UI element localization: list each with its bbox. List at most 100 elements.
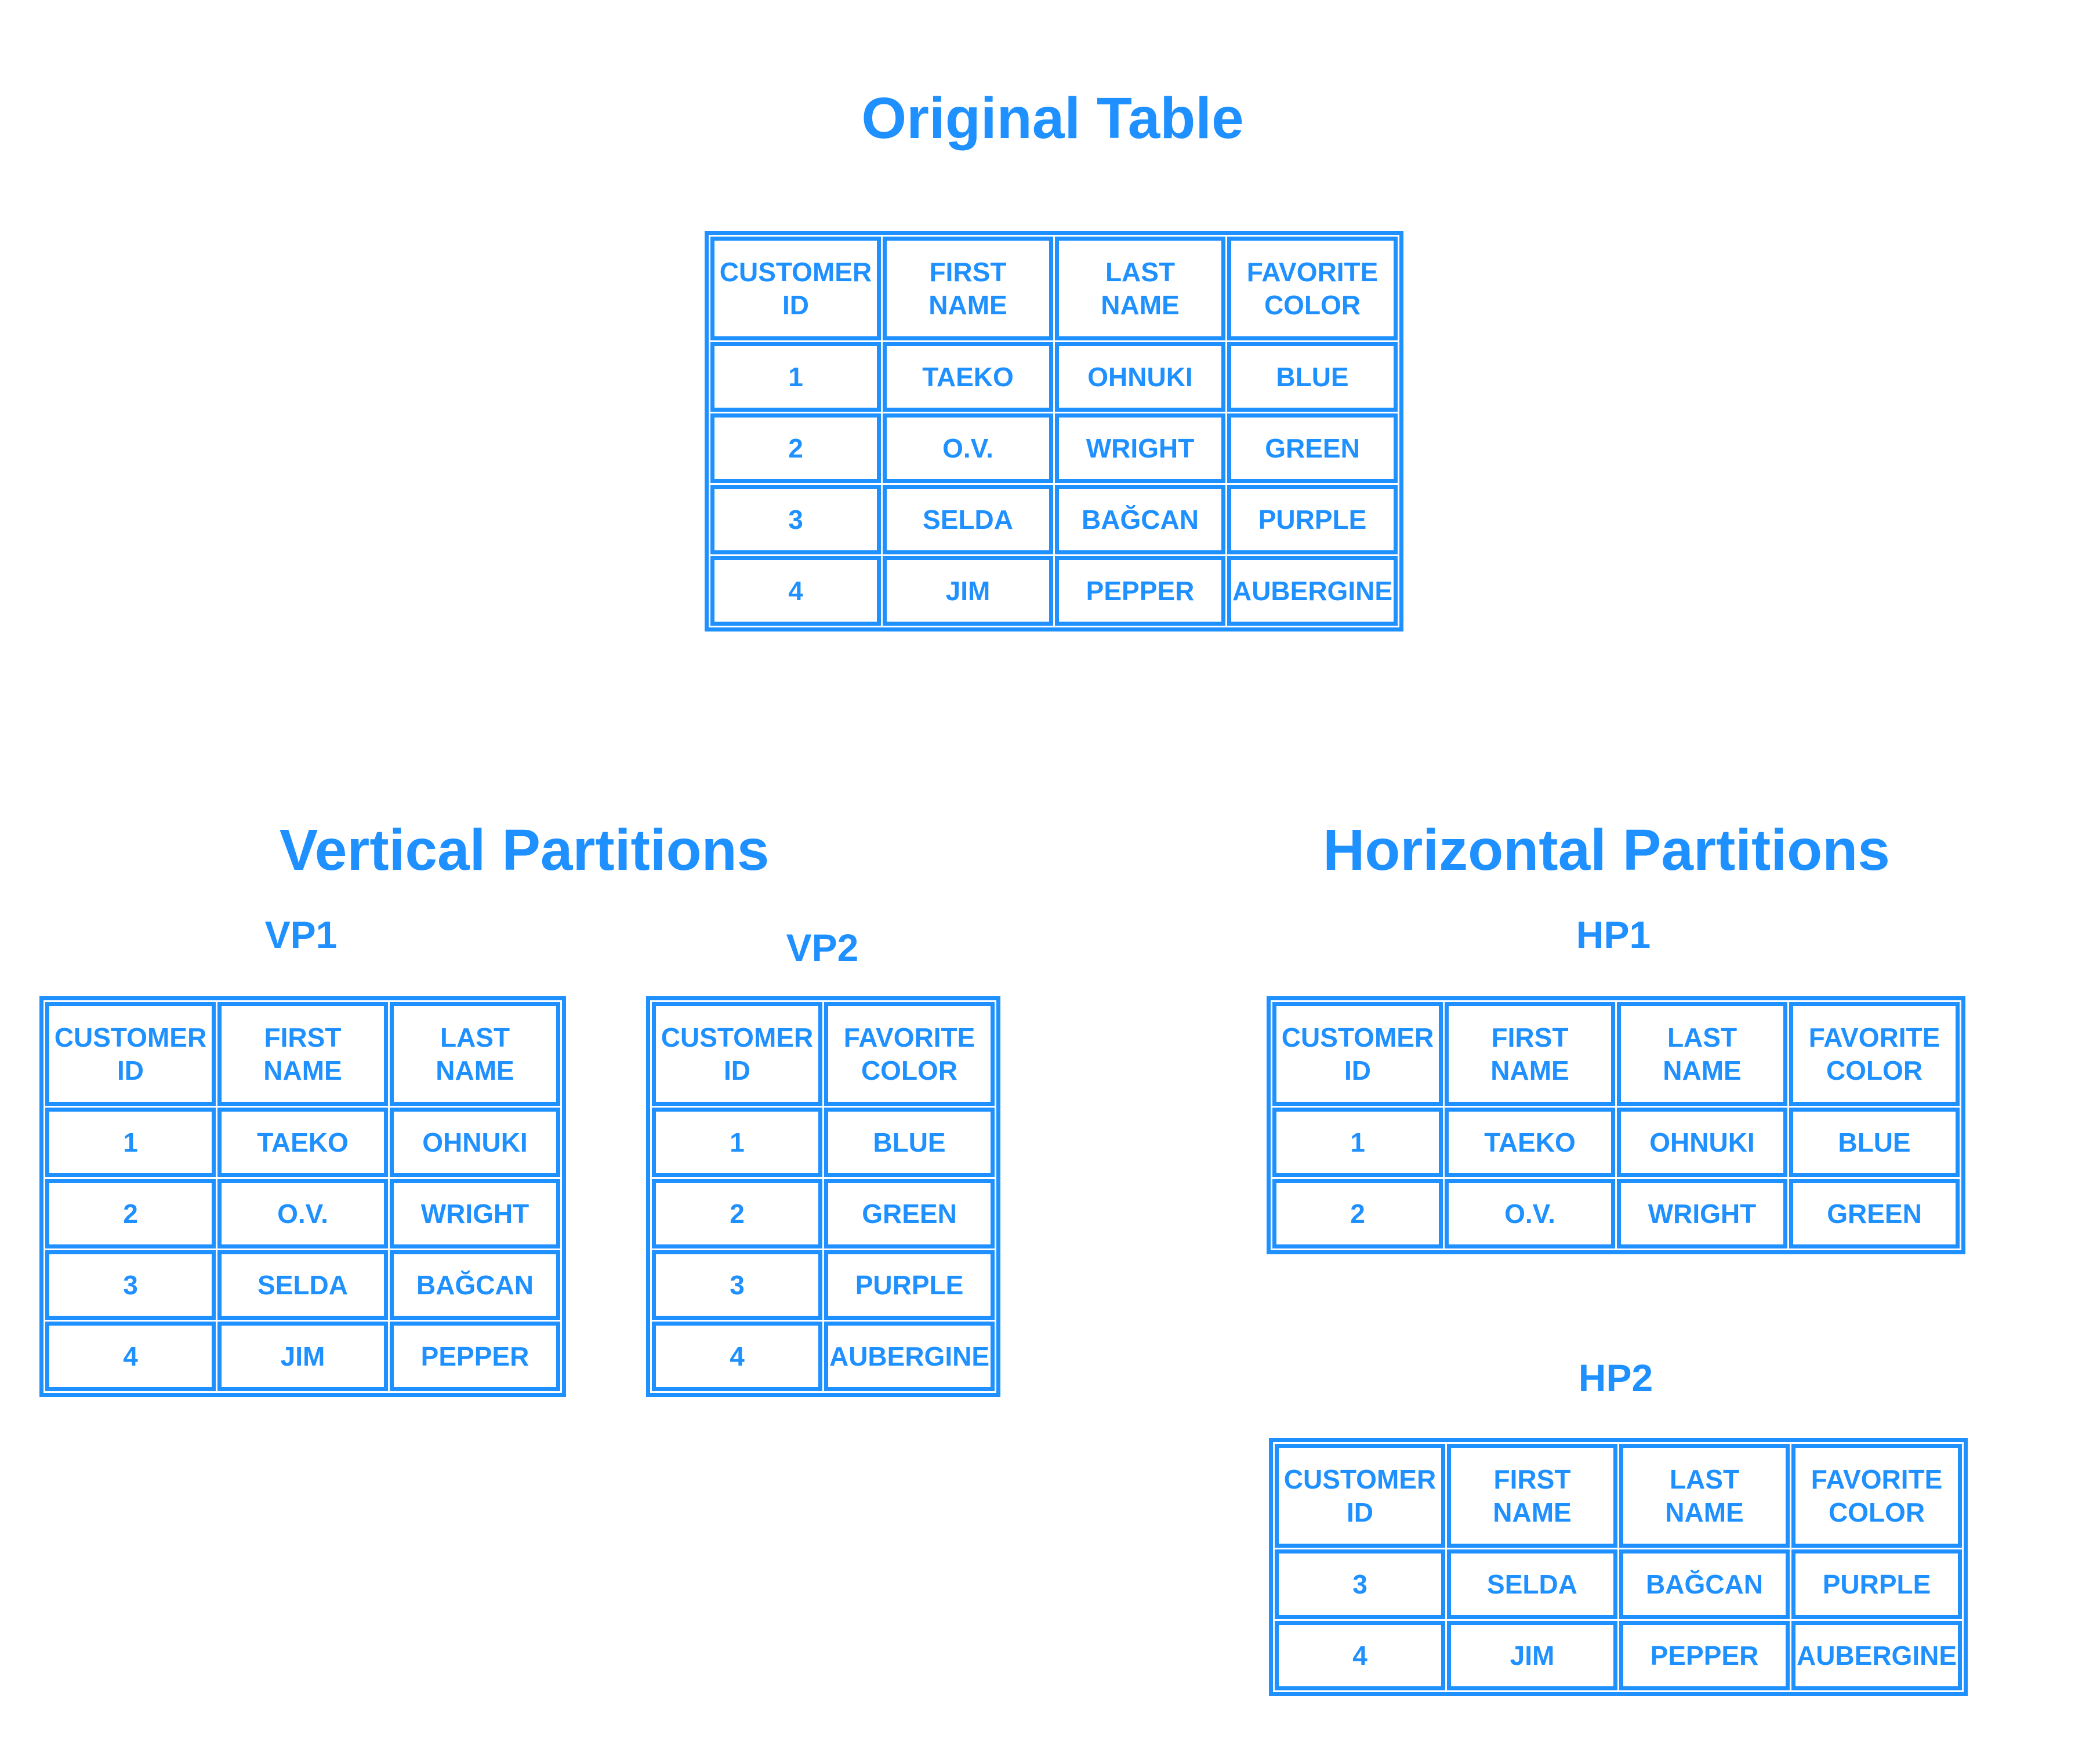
table-cell: 1 bbox=[1272, 1108, 1443, 1177]
table-cell: 4 bbox=[45, 1322, 216, 1391]
column-header: CUSTOMER ID bbox=[1272, 1002, 1443, 1106]
horizontal-partitions-title: Horizontal Partitions bbox=[1323, 818, 1890, 883]
column-header: CUSTOMER ID bbox=[45, 1002, 216, 1106]
column-header: CUSTOMER ID bbox=[710, 237, 881, 340]
table-cell: PURPLE bbox=[1227, 485, 1398, 554]
table-row: 1 TAEKO OHNUKI BLUE bbox=[710, 342, 1398, 412]
table-cell: WRIGHT bbox=[390, 1179, 560, 1248]
column-header: FIRST NAME bbox=[883, 237, 1053, 340]
table-cell: TAEKO bbox=[883, 342, 1053, 412]
table-header-row: CUSTOMER ID FIRST NAME LAST NAME FAVORIT… bbox=[710, 237, 1398, 340]
vp1-table: CUSTOMER ID FIRST NAME LAST NAME 1 TAEKO… bbox=[39, 996, 566, 1397]
table-cell: JIM bbox=[1447, 1621, 1617, 1690]
hp2-table: CUSTOMER ID FIRST NAME LAST NAME FAVORIT… bbox=[1269, 1438, 1968, 1696]
hp1-label: HP1 bbox=[1576, 913, 1651, 956]
table-cell: WRIGHT bbox=[1617, 1179, 1787, 1248]
table-cell: 3 bbox=[45, 1250, 216, 1320]
table-cell: 3 bbox=[652, 1250, 822, 1320]
table-cell: AUBERGINE bbox=[1227, 556, 1398, 626]
table-cell: PURPLE bbox=[824, 1250, 995, 1320]
table-row: 2 O.V. WRIGHT GREEN bbox=[1272, 1179, 1960, 1248]
table-row: 4 JIM PEPPER AUBERGINE bbox=[1275, 1621, 1962, 1690]
table-cell: SELDA bbox=[1447, 1549, 1617, 1619]
column-header: CUSTOMER ID bbox=[652, 1002, 822, 1106]
table-row: 1 TAEKO OHNUKI bbox=[45, 1108, 560, 1177]
table-cell: O.V. bbox=[217, 1179, 388, 1248]
table-cell: 4 bbox=[710, 556, 881, 626]
column-header: FAVORITE COLOR bbox=[1789, 1002, 1960, 1106]
table-cell: AUBERGINE bbox=[824, 1322, 995, 1391]
hp1-table: CUSTOMER ID FIRST NAME LAST NAME FAVORIT… bbox=[1267, 996, 1965, 1254]
original-table: CUSTOMER ID FIRST NAME LAST NAME FAVORIT… bbox=[705, 231, 1403, 631]
table-cell: PEPPER bbox=[390, 1322, 560, 1391]
table-cell: 3 bbox=[710, 485, 881, 554]
table-row: 2 O.V. WRIGHT bbox=[45, 1179, 560, 1248]
table-cell: SELDA bbox=[883, 485, 1053, 554]
table-header-row: CUSTOMER ID FIRST NAME LAST NAME FAVORIT… bbox=[1272, 1002, 1960, 1106]
table-cell: BAĞCAN bbox=[1619, 1549, 1790, 1619]
table-cell: 2 bbox=[652, 1179, 822, 1248]
table-cell: AUBERGINE bbox=[1791, 1621, 1962, 1690]
column-header: LAST NAME bbox=[390, 1002, 560, 1106]
table-cell: SELDA bbox=[217, 1250, 388, 1320]
table-cell: GREEN bbox=[1789, 1179, 1960, 1248]
table-cell: 3 bbox=[1275, 1549, 1445, 1619]
column-header: FAVORITE COLOR bbox=[1227, 237, 1398, 340]
column-header: CUSTOMER ID bbox=[1275, 1444, 1445, 1548]
original-table-title: Original Table bbox=[861, 86, 1244, 151]
vertical-partitions-title: Vertical Partitions bbox=[279, 818, 770, 883]
column-header: LAST NAME bbox=[1617, 1002, 1787, 1106]
table-cell: BAĞCAN bbox=[390, 1250, 560, 1320]
vp2-label: VP2 bbox=[786, 926, 859, 969]
table-cell: OHNUKI bbox=[1055, 342, 1225, 412]
column-header: LAST NAME bbox=[1619, 1444, 1790, 1548]
table-cell: BLUE bbox=[1227, 342, 1398, 412]
table-row: 4 JIM PEPPER bbox=[45, 1322, 560, 1391]
table-row: 3 SELDA BAĞCAN bbox=[45, 1250, 560, 1320]
table-cell: 1 bbox=[710, 342, 881, 412]
vp1-label: VP1 bbox=[264, 913, 338, 956]
table-cell: PEPPER bbox=[1619, 1621, 1790, 1690]
table-cell: BLUE bbox=[1789, 1108, 1960, 1177]
hp2-label: HP2 bbox=[1578, 1356, 1653, 1399]
table-row: 3 SELDA BAĞCAN PURPLE bbox=[710, 485, 1398, 554]
table-cell: 2 bbox=[710, 413, 881, 483]
table-row: 3 SELDA BAĞCAN PURPLE bbox=[1275, 1549, 1962, 1619]
table-header-row: CUSTOMER ID FAVORITE COLOR bbox=[652, 1002, 995, 1106]
table-row: 4 AUBERGINE bbox=[652, 1322, 995, 1391]
vp2-table: CUSTOMER ID FAVORITE COLOR 1 BLUE 2 GREE… bbox=[646, 996, 1000, 1397]
column-header: FIRST NAME bbox=[217, 1002, 388, 1106]
table-cell: 4 bbox=[1275, 1621, 1445, 1690]
table-cell: BLUE bbox=[824, 1108, 995, 1177]
column-header: FAVORITE COLOR bbox=[824, 1002, 995, 1106]
table-cell: OHNUKI bbox=[1617, 1108, 1787, 1177]
table-row: 1 TAEKO OHNUKI BLUE bbox=[1272, 1108, 1960, 1177]
table-cell: 2 bbox=[1272, 1179, 1443, 1248]
column-header: FIRST NAME bbox=[1445, 1002, 1615, 1106]
column-header: FIRST NAME bbox=[1447, 1444, 1617, 1548]
table-cell: 4 bbox=[652, 1322, 822, 1391]
table-header-row: CUSTOMER ID FIRST NAME LAST NAME bbox=[45, 1002, 560, 1106]
table-row: 3 PURPLE bbox=[652, 1250, 995, 1320]
table-cell: TAEKO bbox=[217, 1108, 388, 1177]
table-row: 2 O.V. WRIGHT GREEN bbox=[710, 413, 1398, 483]
table-cell: JIM bbox=[217, 1322, 388, 1391]
column-header: LAST NAME bbox=[1055, 237, 1225, 340]
table-cell: 2 bbox=[45, 1179, 216, 1248]
table-cell: BAĞCAN bbox=[1055, 485, 1225, 554]
table-cell: 1 bbox=[652, 1108, 822, 1177]
table-row: 4 JIM PEPPER AUBERGINE bbox=[710, 556, 1398, 626]
table-cell: TAEKO bbox=[1445, 1108, 1615, 1177]
table-cell: O.V. bbox=[883, 413, 1053, 483]
table-row: 2 GREEN bbox=[652, 1179, 995, 1248]
table-cell: GREEN bbox=[824, 1179, 995, 1248]
table-cell: PEPPER bbox=[1055, 556, 1225, 626]
table-cell: JIM bbox=[883, 556, 1053, 626]
table-cell: OHNUKI bbox=[390, 1108, 560, 1177]
table-row: 1 BLUE bbox=[652, 1108, 995, 1177]
table-cell: 1 bbox=[45, 1108, 216, 1177]
column-header: FAVORITE COLOR bbox=[1791, 1444, 1962, 1548]
table-cell: O.V. bbox=[1445, 1179, 1615, 1248]
table-cell: GREEN bbox=[1227, 413, 1398, 483]
table-cell: WRIGHT bbox=[1055, 413, 1225, 483]
